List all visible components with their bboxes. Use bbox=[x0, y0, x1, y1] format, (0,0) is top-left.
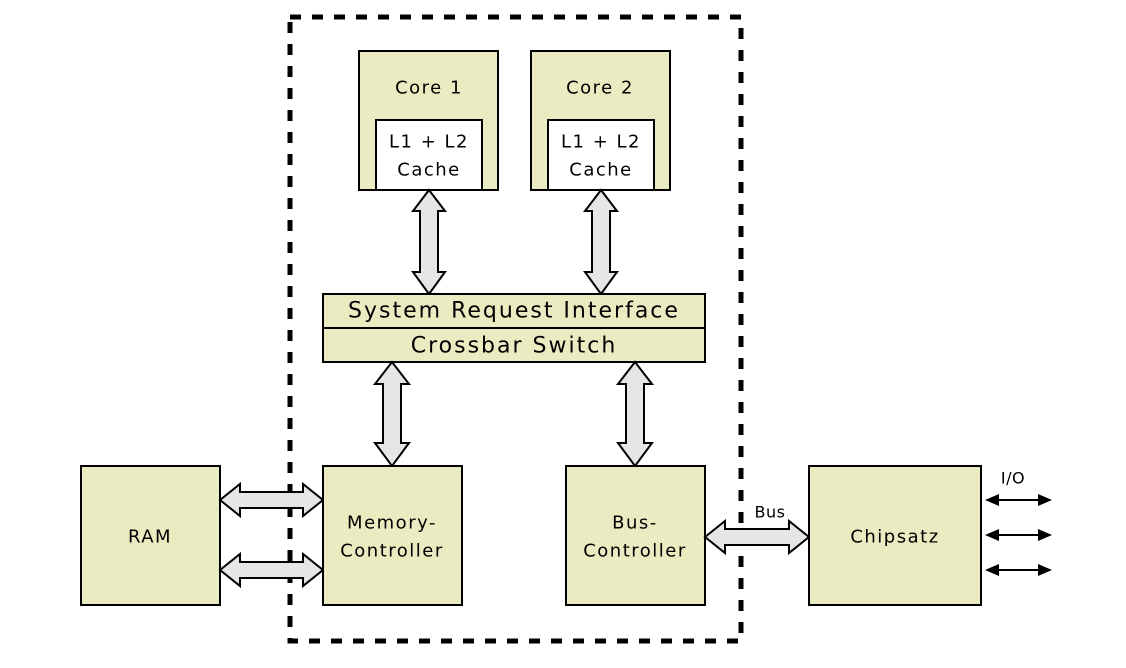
bus-controller-block: Bus- Controller bbox=[565, 465, 706, 606]
memory-controller-line1: Memory- bbox=[347, 513, 437, 534]
bus-controller-line1: Bus- bbox=[612, 513, 658, 534]
core-1-block: Core 1 L1 + L2 Cache bbox=[358, 50, 499, 191]
cpu-boundary bbox=[287, 14, 744, 644]
io-arrow-1 bbox=[985, 494, 1052, 506]
core-1-cache-line1: L1 + L2 bbox=[389, 132, 469, 153]
arrow-crossbar-busctrl bbox=[615, 360, 655, 468]
crossbar-label: Crossbar Switch bbox=[411, 334, 618, 359]
core-2-cache-line2: Cache bbox=[569, 160, 632, 181]
arrow-ram-memctrl-top bbox=[218, 481, 325, 519]
arrow-ram-memctrl-bottom bbox=[218, 551, 325, 589]
core-1-title: Core 1 bbox=[395, 78, 463, 99]
arrow-busctrl-chipset bbox=[703, 518, 811, 556]
core-2-cache bbox=[547, 119, 655, 191]
core-2-block: Core 2 L1 + L2 Cache bbox=[530, 50, 671, 191]
chipset-block: Chipsatz bbox=[808, 465, 982, 606]
io-arrow-3 bbox=[985, 564, 1052, 576]
crossbar-switch bbox=[322, 327, 706, 363]
system-request-interface bbox=[322, 293, 706, 329]
bus-label: Bus bbox=[755, 503, 786, 522]
core-2-title: Core 2 bbox=[566, 78, 634, 99]
memory-controller-line2: Controller bbox=[340, 541, 444, 562]
io-arrow-2 bbox=[985, 529, 1052, 541]
ram-label: RAM bbox=[128, 527, 172, 548]
core-1-cache bbox=[375, 119, 483, 191]
chipset-label: Chipsatz bbox=[850, 527, 939, 548]
core-2-cache-line1: L1 + L2 bbox=[561, 132, 641, 153]
arrow-core2-sri bbox=[582, 188, 620, 296]
io-label: I/O bbox=[1001, 469, 1025, 488]
memory-controller-block: Memory- Controller bbox=[322, 465, 463, 606]
sri-label: System Request Interface bbox=[348, 299, 680, 324]
arrow-crossbar-memctrl bbox=[372, 360, 412, 468]
ram-block: RAM bbox=[80, 465, 221, 606]
sri-crossbar-block: System Request Interface Crossbar Switch bbox=[322, 293, 706, 363]
arrow-core1-sri bbox=[410, 188, 448, 296]
bus-controller-line2: Controller bbox=[583, 541, 687, 562]
core-1-cache-line2: Cache bbox=[397, 160, 460, 181]
